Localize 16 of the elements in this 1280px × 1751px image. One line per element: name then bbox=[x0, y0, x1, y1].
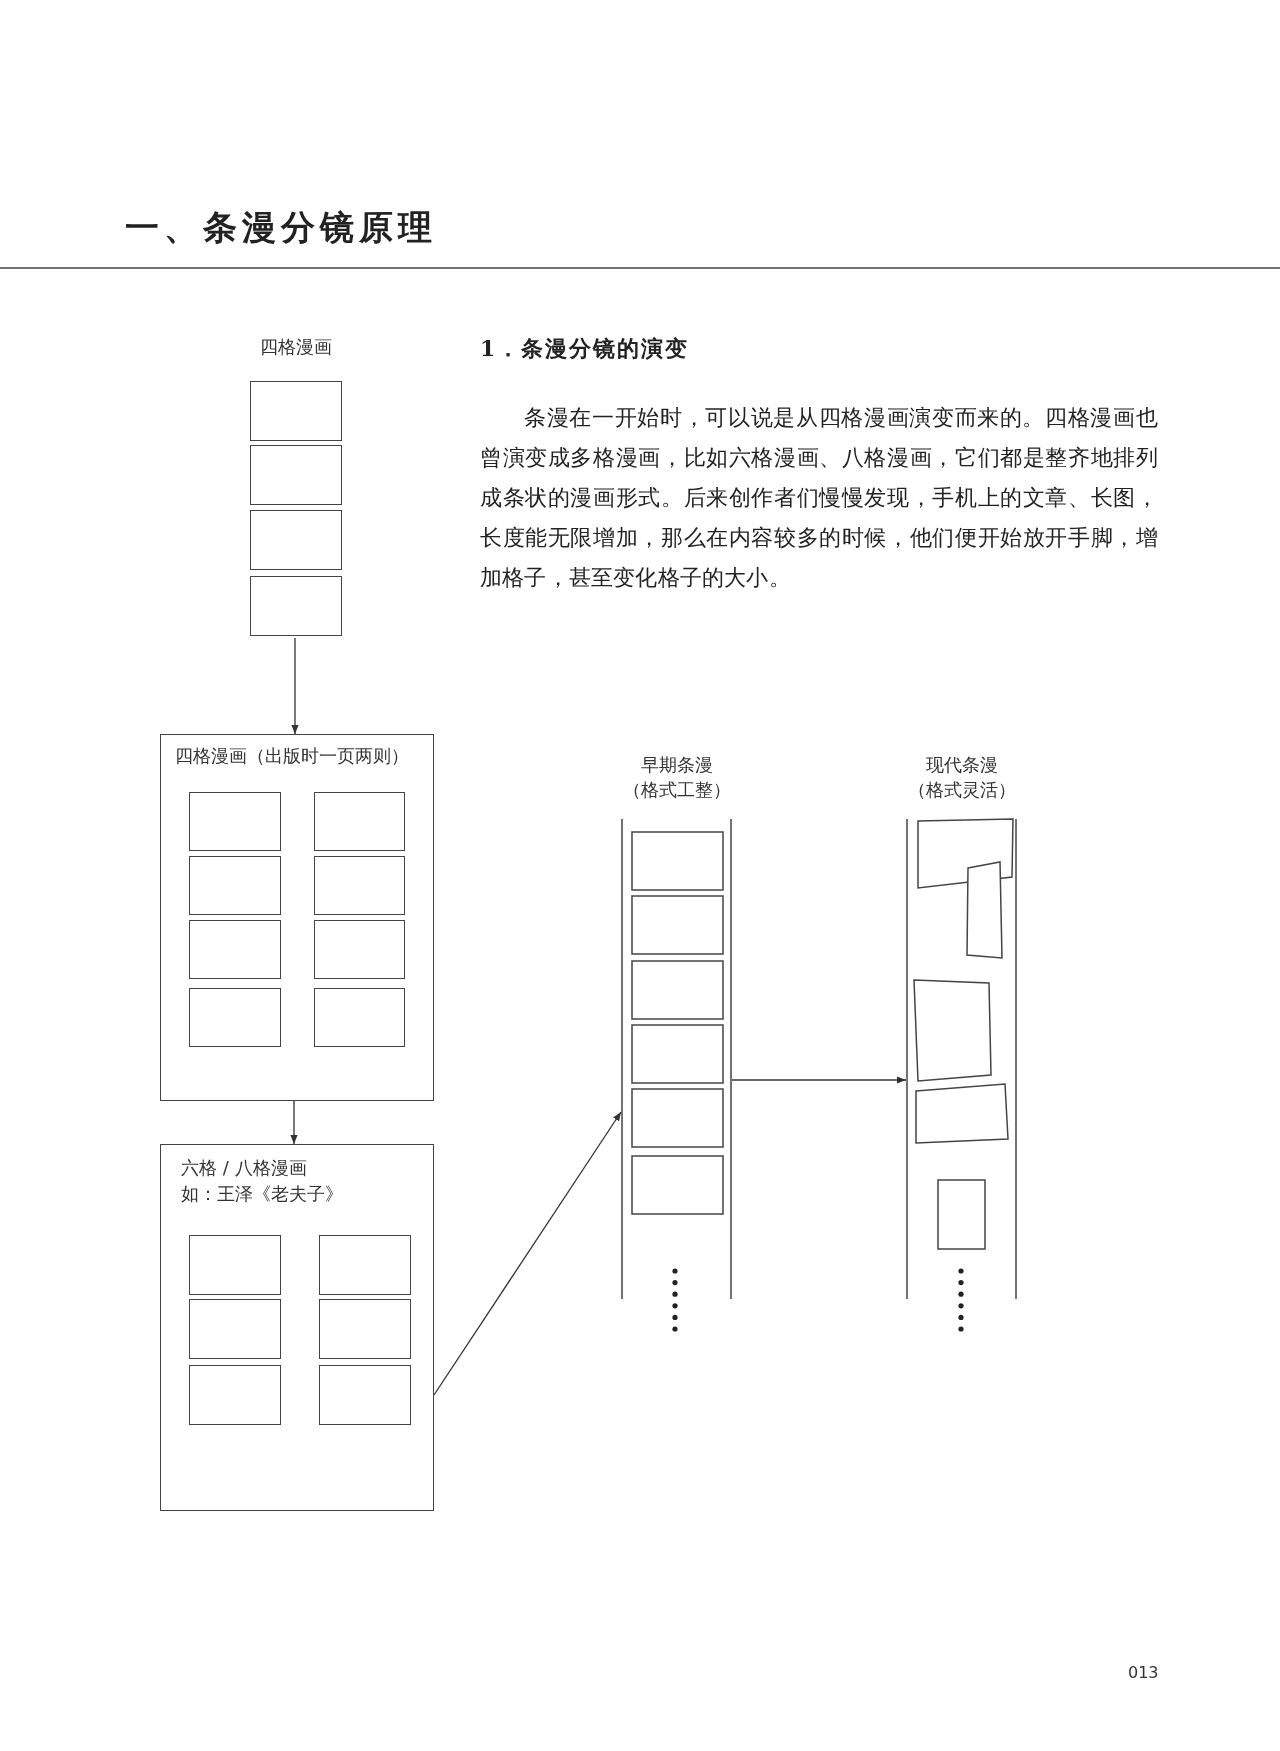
strip-label: 现代条漫（格式灵活） bbox=[906, 753, 1017, 802]
strip-label: 四格漫画 bbox=[259, 335, 333, 359]
arrow bbox=[290, 1100, 298, 1145]
arrow bbox=[433, 1111, 622, 1396]
arrow bbox=[291, 637, 299, 735]
page-box bbox=[160, 734, 434, 1101]
arrow bbox=[731, 1076, 907, 1084]
strip-label: 早期条漫（格式工整） bbox=[621, 753, 732, 802]
body-paragraph: 条漫在一开始时，可以说是从四格漫画演变而来的。四格漫画也曾演变成多格漫画，比如六格漫画、八格漫画，它们都是整齐地排列成条状的漫画形式。后来创作者们慢慢发现，手机上的文章、长图，长度能无限增加，那么在内容较多的时候，他们便开始放开手脚，增加格子，甚至变化格子的大小。 bbox=[480, 404, 1158, 592]
page-title: 一、条漫分镜原理 bbox=[125, 206, 437, 249]
page-box bbox=[160, 1144, 434, 1511]
box-heading: 六格 / 八格漫画 bbox=[181, 1156, 307, 1180]
section-heading: 1．条漫分镜的演变 bbox=[480, 334, 690, 363]
box-heading: 如：王泽《老夫子》 bbox=[181, 1182, 343, 1206]
box-heading: 四格漫画（出版时一页两则） bbox=[175, 744, 409, 768]
page-number: 013 bbox=[1128, 1662, 1159, 1684]
